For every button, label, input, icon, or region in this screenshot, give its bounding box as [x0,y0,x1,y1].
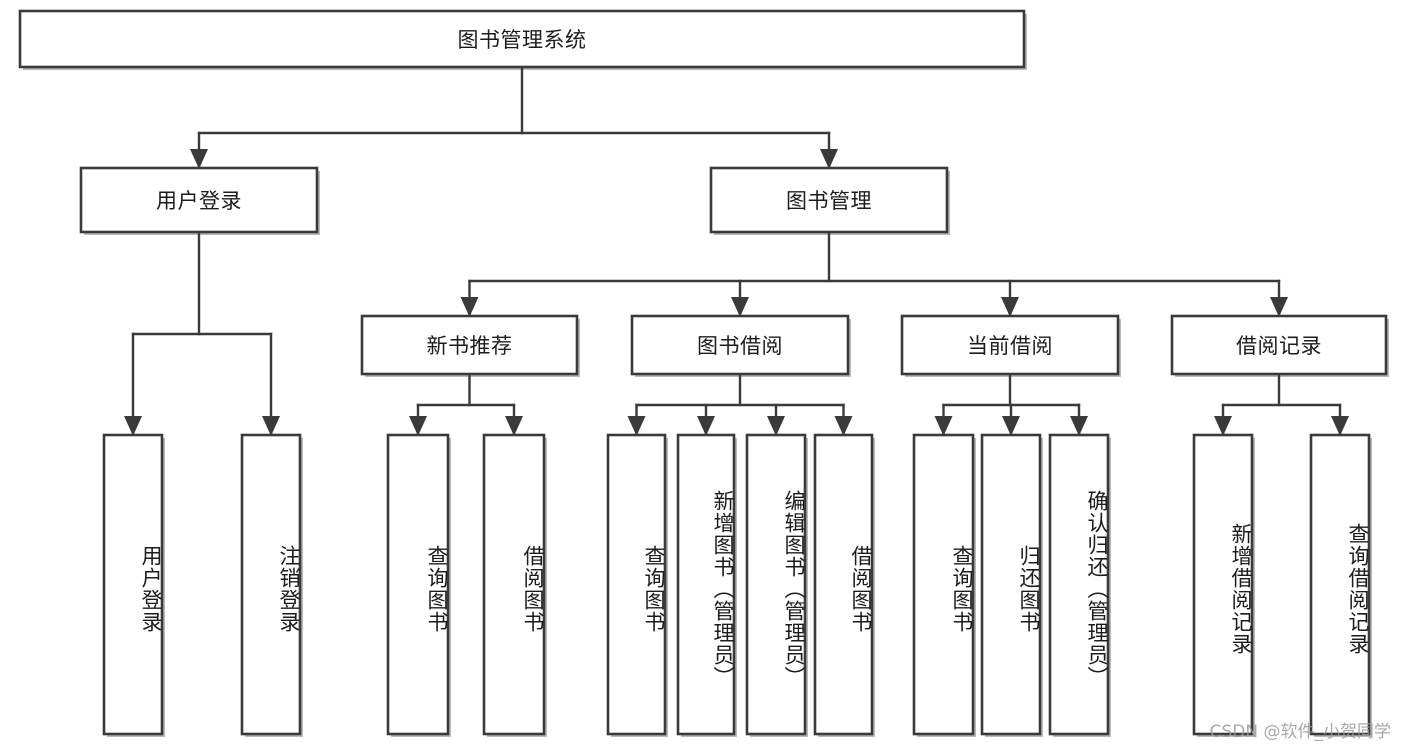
node-box-leaf-borrow-book-2[interactable] [813,433,874,736]
node-box-book-borrow[interactable] [630,314,850,376]
node-box-borrow-record[interactable] [1170,314,1388,376]
node-box-leaf-query-book-1[interactable] [386,433,450,736]
node-box-leaf-logout[interactable] [240,433,302,736]
node-box-current-borrow[interactable] [900,314,1120,376]
node-box-leaf-return-book[interactable] [980,433,1042,736]
node-box-leaf-add-book[interactable] [676,433,736,736]
node-box-leaf-borrow-book-1[interactable] [482,433,546,736]
node-box-new-book-recommend[interactable] [360,314,579,376]
node-box-leaf-query-book-3[interactable] [912,433,975,736]
box-layer [18,9,1388,736]
node-box-leaf-user-login[interactable] [102,433,164,736]
connector-layer [124,65,1349,436]
node-box-leaf-edit-book[interactable] [745,433,807,736]
node-box-book-manage[interactable] [709,166,949,234]
node-box-leaf-confirm-return[interactable] [1048,433,1110,736]
node-box-user-login[interactable] [79,166,319,234]
node-box-leaf-query-book-2[interactable] [606,433,667,736]
node-box-leaf-query-record[interactable] [1309,433,1371,736]
node-box-root[interactable] [18,9,1026,69]
node-box-leaf-add-record[interactable] [1192,433,1254,736]
